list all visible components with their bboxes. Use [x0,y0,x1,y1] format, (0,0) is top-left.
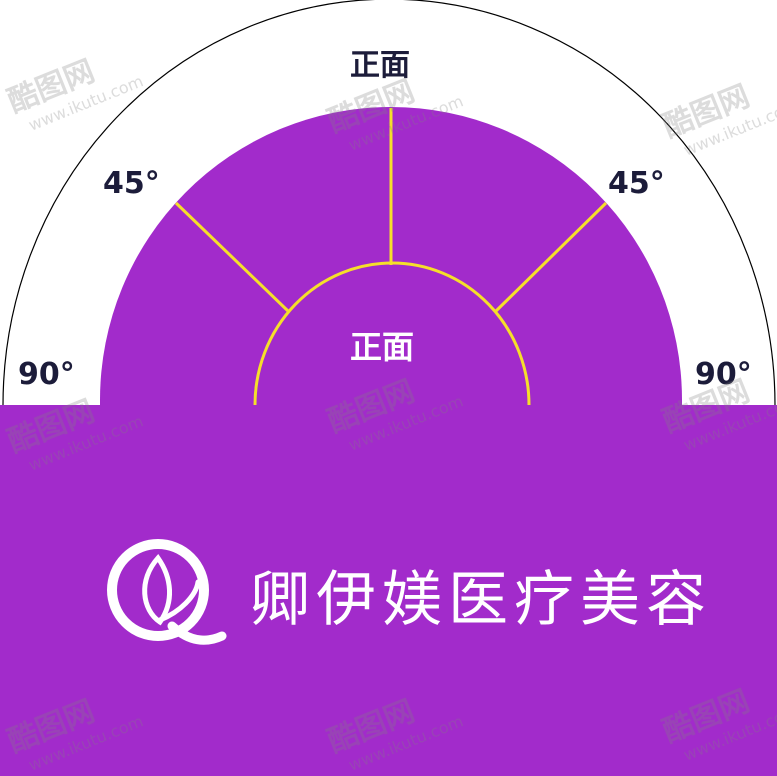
brand-logo-icon [107,539,227,645]
right-45-label: 45° [608,166,665,201]
inner-center-label: 正面 [350,328,415,366]
divider-line-right [494,201,608,313]
inner-arc [253,261,531,406]
right-90-label: 90° [695,357,752,392]
brand-name: 卿伊媄医疗美容 [250,564,712,635]
divider-line-left [174,201,290,313]
left-45-label: 45° [103,166,160,201]
left-90-label: 90° [18,357,75,392]
purple-base [0,405,777,776]
outer-top-label: 正面 [350,48,410,83]
outer-boundary-arc [2,0,776,406]
brand-block: 卿伊媄医疗美容 [100,530,712,658]
